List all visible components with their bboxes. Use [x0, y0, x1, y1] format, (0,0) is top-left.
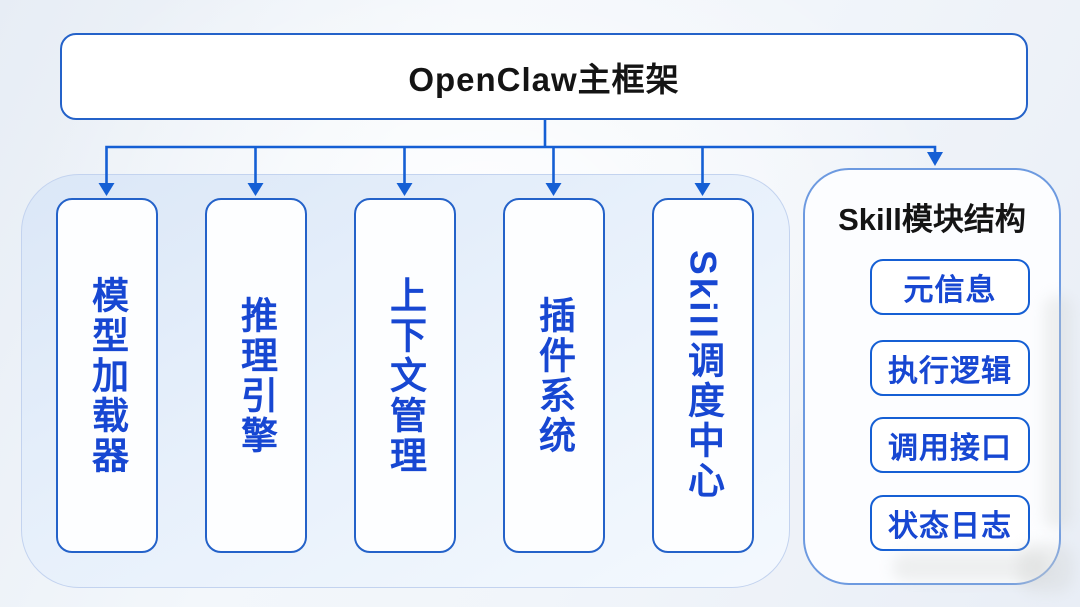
module-label: Skill调度中心: [682, 249, 724, 502]
node-status-log: 状态日志: [870, 495, 1030, 551]
module-label: 模型加载器: [86, 275, 128, 476]
main-frame-title: OpenClaw主框架: [408, 60, 680, 98]
skill-item-label: 状态日志: [888, 510, 1012, 543]
module-label: 推理引擎: [235, 295, 277, 456]
node-context-manager: 上下文管理: [354, 198, 456, 553]
node-inference-engine: 推理引擎: [205, 198, 307, 553]
skill-item-label: 调用接口: [888, 432, 1012, 465]
module-label: 上下文管理: [384, 275, 426, 476]
node-call-interface: 调用接口: [870, 417, 1030, 473]
skill-item-label: 执行逻辑: [888, 355, 1012, 388]
node-plugin-system: 插件系统: [503, 198, 605, 553]
node-model-loader: 模型加载器: [56, 198, 158, 553]
skill-panel-title: Skill模块结构: [838, 202, 1026, 237]
watermark-smudge: [1018, 543, 1074, 593]
node-skill-dispatch-center: Skill调度中心: [652, 198, 754, 553]
panel-skill-module-structure: Skill模块结构 元信息 执行逻辑 调用接口 状态日志: [803, 168, 1061, 585]
skill-item-label: 元信息: [903, 274, 997, 307]
watermark-smudge: [1044, 295, 1072, 530]
node-main-frame: OpenClaw主框架: [60, 33, 1028, 120]
node-meta-info: 元信息: [870, 259, 1030, 315]
module-label: 插件系统: [533, 295, 575, 456]
watermark-smudge: [892, 553, 1050, 581]
arrow-down-icon: [927, 152, 943, 166]
node-execution-logic: 执行逻辑: [870, 340, 1030, 396]
